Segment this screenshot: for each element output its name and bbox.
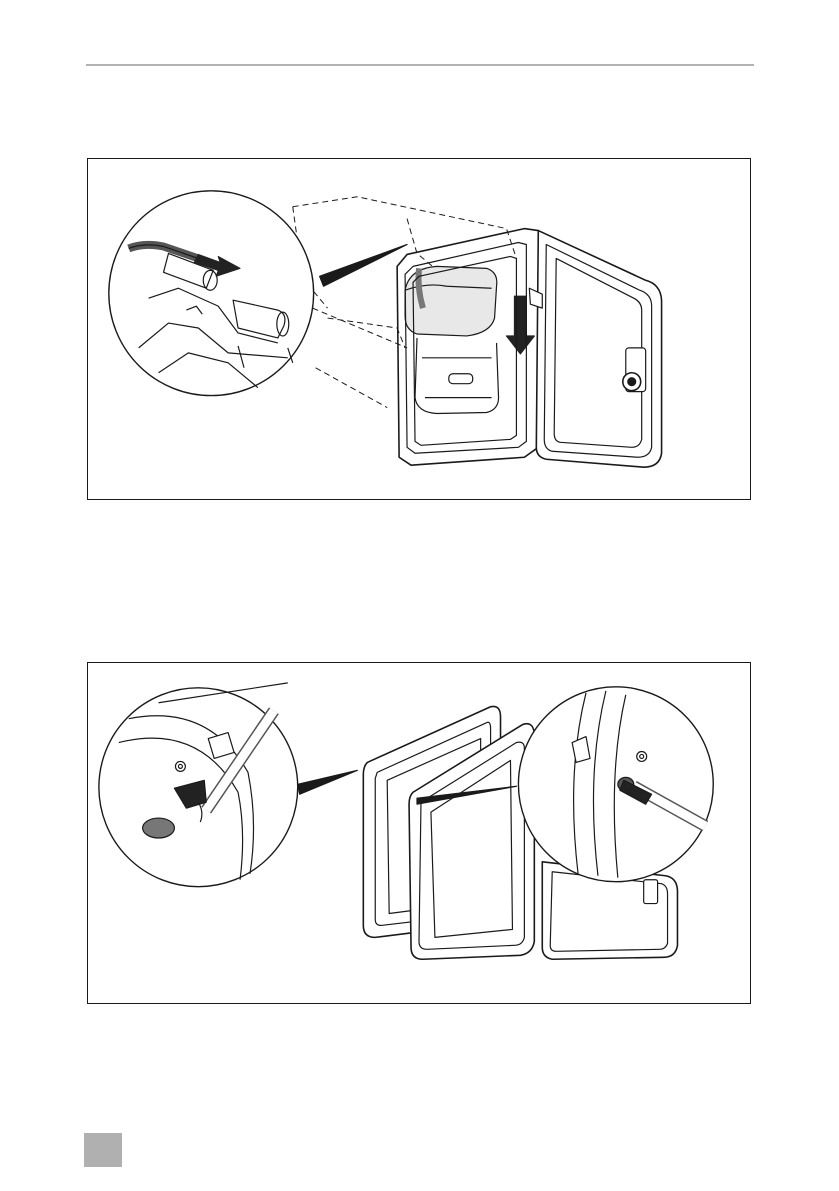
cap-icon [143,818,175,838]
cassette-toilet-icon [405,266,498,413]
door-lock-icon [623,348,646,392]
figure-2-panel [87,662,751,1004]
figure-2-illustration [88,663,750,1003]
callout-pointer-left [298,770,358,794]
magnifier-callout-left-icon [99,683,298,887]
header-rule [86,64,754,66]
magnifier-callout-icon [109,191,314,396]
magnifier-callout-right-icon [518,687,713,882]
service-door-icon [529,231,661,468]
figure-1-illustration [88,159,750,499]
page-number [84,1133,122,1167]
callout-pointer [320,244,407,286]
down-arrow-icon [506,296,534,354]
figure-1-panel [87,158,751,500]
